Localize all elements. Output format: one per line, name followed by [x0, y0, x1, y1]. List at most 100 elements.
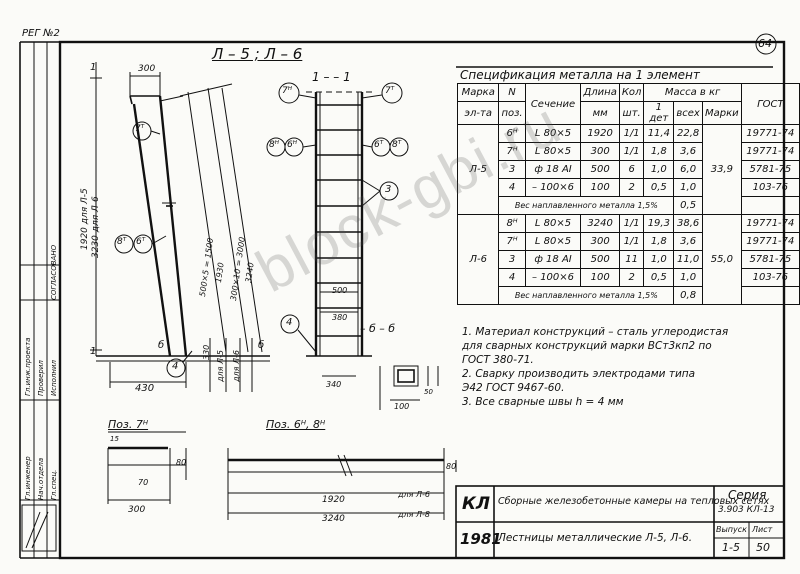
l6-r2-qty: 1/1 — [618, 232, 645, 251]
l5-r4-qty: 2 — [618, 178, 645, 197]
l6-r2-mall: 3,6 — [673, 232, 704, 251]
series-value: 3.903 КЛ-13 — [718, 505, 775, 515]
spec-title: Спецификация металла на 1 элемент — [460, 68, 700, 82]
main-view-title: Л – 5 ; Л – 6 — [212, 45, 303, 63]
dim-100: 100 — [394, 402, 410, 411]
l6-weld-value: 0,8 — [673, 286, 704, 305]
signature-line-5: Проверил — [37, 360, 45, 396]
dim-for-l6: для Л-6 — [232, 350, 241, 382]
l6-r2-section: L 80×5 — [524, 232, 582, 251]
l5-r1-qty: 1/1 — [618, 124, 645, 143]
l5-r3-mall: 6,0 — [673, 160, 704, 179]
dim-300-bottom: 300 — [128, 505, 146, 515]
l6-r2-gost: 19771-74 — [740, 232, 800, 251]
dim-380: 380 — [332, 313, 348, 322]
l5-weld-value: 0,5 — [673, 196, 704, 215]
callout-7n-top: 7ᴴ — [282, 86, 292, 96]
dim-1920-l5: 1920 для Л-5 — [80, 188, 90, 250]
label-b-left: б — [158, 340, 165, 351]
l5-r1-m1: 11,4 — [643, 124, 675, 143]
series-label: Серия — [728, 488, 767, 502]
section-b-b-title: – б – б — [360, 322, 396, 335]
dim-for-l6-bottom: для Л-6 — [398, 490, 430, 499]
issue-label: Выпуск — [716, 525, 747, 534]
note-line-5: Э42 ГОСТ 9467-60. — [462, 382, 565, 394]
l5-mark-mass: 33,9 — [702, 124, 742, 215]
callout-8n-mid: 8ᴴ — [269, 140, 279, 150]
l6-r3-m1: 1,0 — [643, 250, 675, 269]
dim-15: 15 — [110, 435, 119, 443]
label-1-bottom: 1 — [90, 346, 97, 357]
pos6-8-title: Поз. 6ᴴ, 8ᴴ — [266, 418, 326, 431]
hdr-qty: Кол — [618, 83, 645, 102]
l5-weld-gost — [740, 196, 800, 215]
l5-r3-gost: 5781-75 — [740, 160, 800, 179]
callout-6n-mid: 6ᴴ — [287, 140, 297, 150]
hdr-mass-1: 1 дет — [643, 101, 675, 125]
title-code: КЛ — [462, 494, 491, 514]
hdr-mark-mass: Марки — [702, 101, 742, 125]
pos7-title: Поз. 7ᴴ — [108, 418, 149, 431]
dim-340: 340 — [326, 380, 342, 389]
signature-line-2: Нач.отдела — [37, 457, 45, 500]
signature-line-1: Гл.инженер — [24, 456, 32, 500]
registration-stamp: РЕГ №2 — [22, 28, 60, 39]
l5-r2-qty: 1/1 — [618, 142, 645, 161]
approved-label: СОГЛАСОВАНО — [50, 244, 58, 300]
l6-r3-gost: 5781-75 — [740, 250, 800, 269]
l6-r4-qty: 2 — [618, 268, 645, 287]
title-line-2: Лестницы металлические Л-5, Л-6. — [498, 532, 693, 544]
dim-80-right: 80 — [446, 462, 457, 471]
hdr-mark: Марка — [456, 83, 500, 102]
hdr-length: Длина — [580, 83, 620, 102]
callout-4-left: 4 — [172, 361, 179, 372]
l5-r3-m1: 1,0 — [643, 160, 675, 179]
l5-weld-label: Вес наплавленного металла 1,5% — [498, 196, 675, 215]
l6-r1-length: 3240 — [580, 214, 620, 233]
l6-r2-m1: 1,8 — [643, 232, 675, 251]
label-b-right: б — [258, 340, 265, 351]
l5-r4-mall: 1,0 — [673, 178, 704, 197]
note-line-6: 3. Все сварные швы h = 4 мм — [462, 396, 624, 408]
signature-line-6: Исполнил — [50, 359, 58, 396]
callout-8t-left: 8ᵀ — [117, 237, 127, 247]
dim-3240-bottom: 3240 — [322, 514, 345, 524]
page-number: 64 — [758, 37, 772, 50]
callout-6t-left: 6ᵀ — [136, 237, 146, 247]
issue-value: 1-5 — [722, 541, 740, 554]
note-line-3: ГОСТ 380-71. — [462, 354, 534, 366]
title-line-1: Сборные железобетонные камеры на тепловы… — [498, 496, 770, 507]
l5-r4-section: – 100×6 — [524, 178, 582, 197]
l5-r2-gost: 19771-74 — [740, 142, 800, 161]
dim-3230-l6: 3230 для Л-6 — [91, 196, 101, 258]
callout-4-mid: 4 — [286, 317, 293, 328]
dim-80: 80 — [176, 458, 187, 467]
l6-r3-qty: 11 — [618, 250, 645, 269]
dim-330: 330 — [202, 344, 211, 360]
l6-weld-gost — [740, 286, 800, 305]
l6-r1-qty: 1/1 — [618, 214, 645, 233]
l6-r4-length: 100 — [580, 268, 620, 287]
l6-r1-m1: 19,3 — [643, 214, 675, 233]
sheet-value: 50 — [756, 541, 770, 554]
dim-for-l5: для Л-5 — [216, 350, 225, 382]
dim-for-l8-bottom: для Л-8 — [398, 510, 430, 519]
l5-name: Л-5 — [456, 124, 500, 215]
section-1-1-title: 1 – – 1 — [312, 70, 351, 84]
l6-r3-length: 500 — [580, 250, 620, 269]
l6-mark-mass: 55,0 — [702, 214, 742, 305]
l5-r2-mall: 3,6 — [673, 142, 704, 161]
dim-1920-bottom: 1920 — [322, 495, 345, 505]
hdr-length-unit: мм — [580, 101, 620, 125]
l6-weld-label: Вес наплавленного металла 1,5% — [498, 286, 675, 305]
dim-500-ladder: 500 — [332, 286, 348, 295]
note-line-4: 2. Сварку производить электродами типа — [462, 368, 696, 380]
l5-r3-length: 500 — [580, 160, 620, 179]
l6-r4-mall: 1,0 — [673, 268, 704, 287]
l6-r4-pos: 4 — [498, 268, 526, 287]
l5-r1-mall: 22,8 — [673, 124, 704, 143]
label-1-top: 1 — [90, 62, 97, 73]
l6-r1-mall: 38,6 — [673, 214, 704, 233]
l5-r4-gost: 103-76 — [740, 178, 800, 197]
